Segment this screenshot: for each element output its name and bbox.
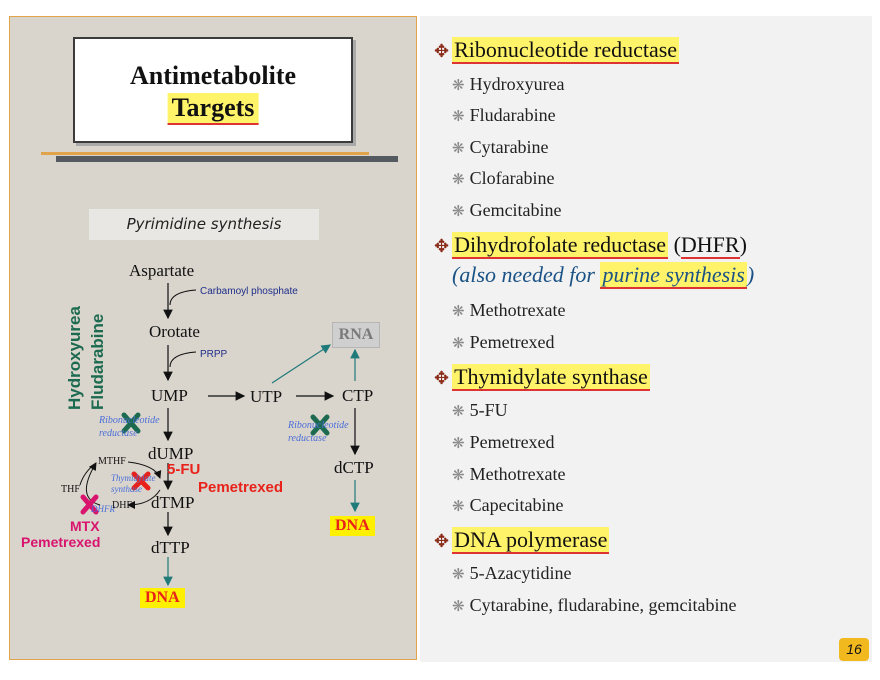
carbamoyl-feed-arrow bbox=[169, 289, 197, 306]
enzyme-rr-right-line2: reductase bbox=[288, 433, 327, 444]
heading-ribonucleotide-reductase: ✥Ribonucleotide reductase bbox=[434, 37, 680, 64]
targets-panel bbox=[420, 16, 872, 662]
label-dhf: DHF bbox=[112, 500, 133, 511]
bullet-icon: ❋ bbox=[452, 204, 465, 220]
folate-mthf-arrow bbox=[127, 461, 162, 479]
node-orotate: Orotate bbox=[149, 322, 200, 341]
bullet-icon: ❋ bbox=[452, 499, 465, 515]
drug-mtx: MTX bbox=[70, 518, 100, 534]
enzyme-rr-left-line1: Ribonucleotide bbox=[99, 415, 160, 426]
x-mark-rr-right bbox=[310, 414, 330, 436]
folate-thf-branch bbox=[79, 462, 97, 486]
bullet-icon: ❋ bbox=[452, 468, 465, 484]
drug-item: ❋Fludarabine bbox=[452, 105, 556, 125]
node-rna: RNA bbox=[332, 322, 380, 348]
drug-item: ❋Clofarabine bbox=[452, 168, 555, 188]
node-dna-right: DNA bbox=[330, 516, 375, 536]
label-mthf: MTHF bbox=[98, 456, 126, 467]
node-utp: UTP bbox=[250, 387, 283, 406]
node-dttp: dTTP bbox=[151, 538, 190, 557]
drug-item: ❋Hydroxyurea bbox=[452, 74, 565, 94]
title-line2: Targets bbox=[167, 93, 259, 125]
orange-rule bbox=[41, 152, 369, 155]
drug-item: ❋Pemetrexed bbox=[452, 332, 555, 352]
bullet-icon: ❋ bbox=[452, 109, 465, 125]
dhfr-note: (also needed for purine synthesis) bbox=[452, 262, 755, 289]
bullet-icon: ❋ bbox=[452, 172, 465, 188]
bullet-icon: ❋ bbox=[452, 436, 465, 452]
enzyme-ts-line1: Thymidylate bbox=[111, 473, 156, 483]
enzyme-dhfr: DHFR bbox=[91, 504, 115, 514]
folate-thf-mthf-arrow bbox=[86, 462, 101, 506]
bullet-icon: ❋ bbox=[452, 78, 465, 94]
bullet-icon: ❋ bbox=[452, 304, 465, 320]
drug-pemetrexed-red: Pemetrexed bbox=[198, 479, 284, 496]
arrow-utp-rna bbox=[271, 344, 332, 384]
bullet-icon: ❋ bbox=[452, 599, 465, 615]
title-box: Antimetabolite Targets bbox=[73, 37, 353, 143]
pyrimidine-synthesis-label: Pyrimidine synthesis bbox=[89, 209, 319, 240]
label-carbamoyl-phosphate: Carbamoyl phosphate bbox=[200, 286, 298, 297]
label-thf: THF bbox=[61, 484, 80, 495]
node-dctp: dCTP bbox=[334, 458, 374, 477]
drug-pemetrexed-pink: Pemetrexed bbox=[21, 534, 101, 550]
node-ump: UMP bbox=[151, 386, 188, 405]
bullet-icon: ❋ bbox=[452, 567, 465, 583]
heading-bullet-icon: ✥ bbox=[434, 531, 450, 551]
heading-dna-polymerase: ✥DNA polymerase bbox=[434, 527, 610, 554]
node-ctp: CTP bbox=[342, 386, 374, 405]
drug-item: ❋Capecitabine bbox=[452, 495, 564, 515]
drug-item: ❋Methotrexate bbox=[452, 464, 566, 484]
drug-item: ❋Cytarabine bbox=[452, 137, 549, 157]
drug-5fu: 5-FU bbox=[167, 461, 201, 478]
folate-dhf-arrow bbox=[127, 489, 161, 509]
node-dtmp: dTMP bbox=[151, 493, 195, 512]
drug-item: ❋Cytarabine, fludarabine, gemcitabine bbox=[452, 595, 737, 615]
grey-rule bbox=[56, 156, 398, 162]
heading-bullet-icon: ✥ bbox=[434, 41, 450, 61]
enzyme-ts-line2: synthase bbox=[111, 484, 142, 494]
drug-item: ❋5-Azacytidine bbox=[452, 563, 572, 583]
drug-item: ❋Methotrexate bbox=[452, 300, 566, 320]
bullet-icon: ❋ bbox=[452, 141, 465, 157]
title-line1: Antimetabolite bbox=[129, 61, 297, 90]
bullet-icon: ❋ bbox=[452, 336, 465, 352]
heading-bullet-icon: ✥ bbox=[434, 368, 450, 388]
x-mark-ts bbox=[131, 471, 151, 491]
drug-fludarabine-vertical: Fludarabine bbox=[88, 313, 107, 410]
node-dna-left: DNA bbox=[140, 588, 185, 608]
enzyme-rr-right-line1: Ribonucleotide bbox=[288, 420, 349, 431]
heading-thymidylate-synthase: ✥Thymidylate synthase bbox=[434, 364, 650, 391]
drug-item: ❋Pemetrexed bbox=[452, 432, 555, 452]
label-prpp: PRPP bbox=[200, 349, 228, 360]
page-number: 16 bbox=[839, 638, 869, 661]
node-dump: dUMP bbox=[148, 444, 194, 463]
bullet-icon: ❋ bbox=[452, 404, 465, 420]
drug-item: ❋Gemcitabine bbox=[452, 200, 562, 220]
node-aspartate: Aspartate bbox=[129, 261, 195, 280]
x-mark-dhfr bbox=[80, 494, 99, 515]
prpp-feed-arrow bbox=[169, 351, 197, 368]
heading-dihydrofolate-reductase: ✥Dihydrofolate reductase (DHFR) bbox=[434, 232, 747, 259]
drug-item: ❋5-FU bbox=[452, 400, 508, 420]
heading-bullet-icon: ✥ bbox=[434, 236, 450, 256]
enzyme-rr-left-line2: reductase bbox=[99, 428, 138, 439]
x-mark-rr-left bbox=[121, 412, 141, 434]
drug-hydroxyurea-vertical: Hydroxyurea bbox=[65, 306, 84, 410]
